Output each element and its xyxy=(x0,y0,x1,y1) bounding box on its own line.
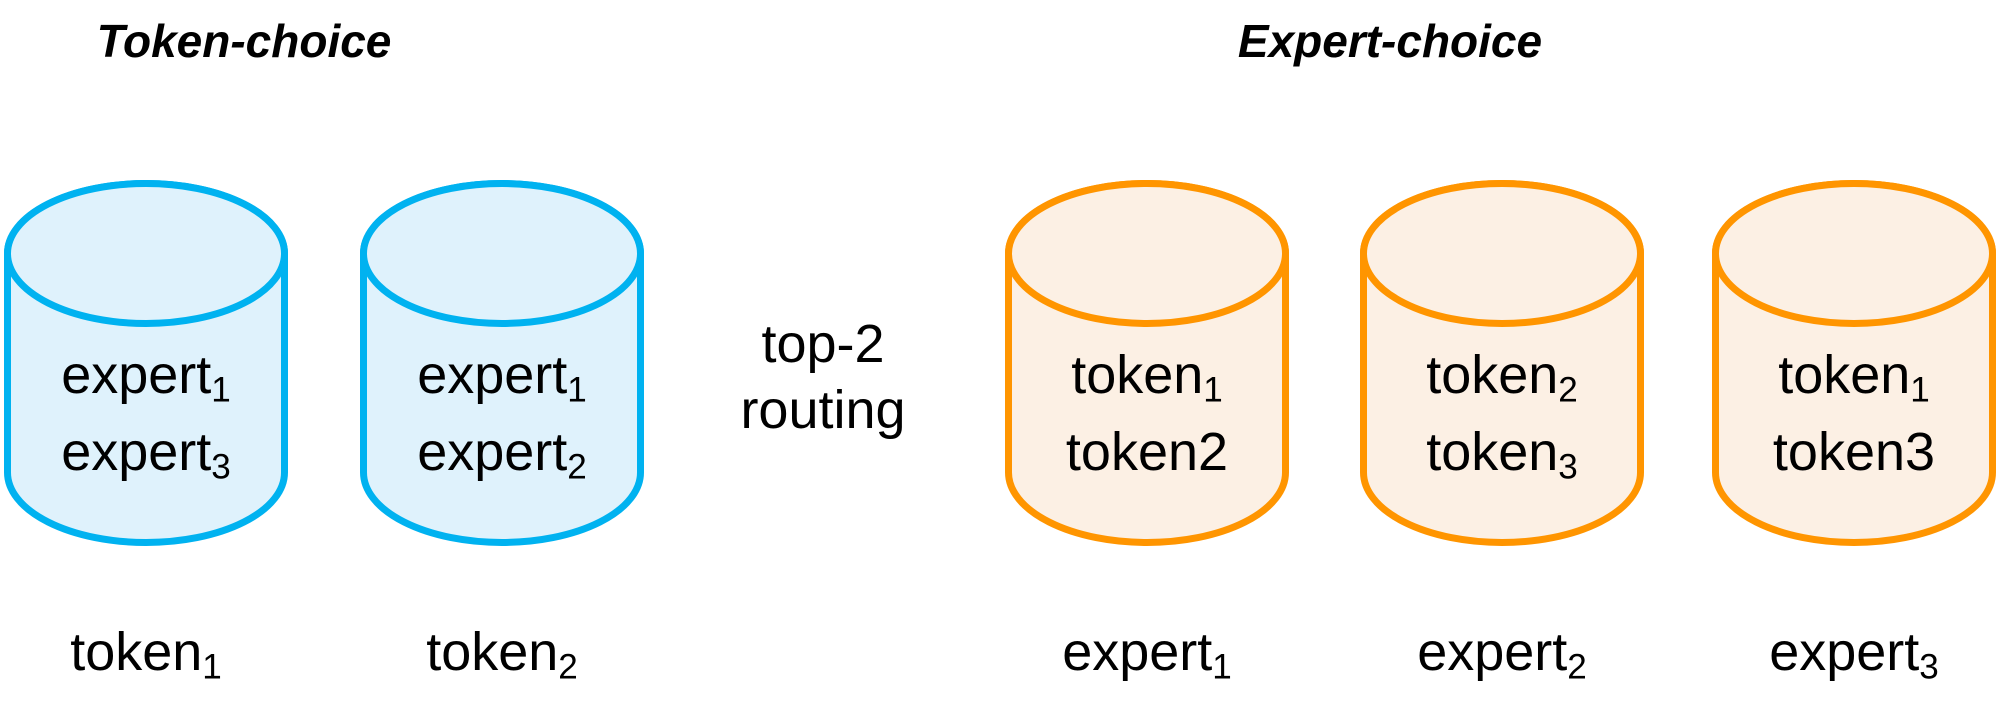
label-subscript: 1 xyxy=(202,647,222,687)
assigned-token-entry: token3 xyxy=(1712,421,1996,498)
label-base-text: expert xyxy=(1417,622,1568,682)
top2-routing-caption: top-2 routing xyxy=(623,311,1023,443)
expert-choice-title: Expert-choice xyxy=(1237,15,1543,67)
entry-subscript: 1 xyxy=(211,370,231,410)
expert2-cylinder: token2 token3 xyxy=(1360,180,1644,546)
entry-base-text: token xyxy=(1426,422,1559,482)
entry-subscript: 1 xyxy=(567,370,587,410)
label-base-text: expert xyxy=(1769,622,1920,682)
assigned-expert-entry: expert2 xyxy=(360,421,644,498)
entry-base-text: expert xyxy=(61,422,212,482)
label-subscript: 2 xyxy=(558,647,578,687)
label-base-text: expert xyxy=(1062,622,1213,682)
entry-subscript: 2 xyxy=(567,447,587,487)
entry-subscript: 1 xyxy=(1203,370,1223,410)
token2-cylinder: expert1 expert2 xyxy=(360,180,644,546)
label-subscript: 3 xyxy=(1919,647,1939,687)
entry-base-text: expert xyxy=(61,345,212,405)
cylinder-icon xyxy=(1005,180,1289,546)
entry-base-text: token xyxy=(1071,345,1204,405)
assigned-expert-entry: expert1 xyxy=(4,344,288,421)
cylinder-icon xyxy=(360,180,644,546)
routing-caption-line1: top-2 xyxy=(761,314,885,374)
assigned-token-entry: token3 xyxy=(1360,421,1644,498)
label-base-text: token xyxy=(426,622,559,682)
entry-base-text: token xyxy=(1778,345,1911,405)
cylinder-icon xyxy=(4,180,288,546)
token2-label: token2 xyxy=(360,621,644,687)
entry-base-text: expert xyxy=(417,422,568,482)
assigned-expert-entry: expert1 xyxy=(360,344,644,421)
expert2-label: expert2 xyxy=(1360,621,1644,687)
expert3-cylinder: token1 token3 xyxy=(1712,180,1996,546)
token1-label: token1 xyxy=(4,621,288,687)
entry-subscript: 3 xyxy=(1558,447,1578,487)
entry-subscript: 2 xyxy=(1558,370,1578,410)
entry-base-text: expert xyxy=(417,345,568,405)
assigned-token-entry: token1 xyxy=(1005,344,1289,421)
expert1-cylinder: token1 token2 xyxy=(1005,180,1289,546)
expert3-label: expert3 xyxy=(1712,621,1996,687)
label-subscript: 1 xyxy=(1212,647,1232,687)
entry-base-text: token3 xyxy=(1772,422,1936,482)
assigned-token-entry: token1 xyxy=(1712,344,1996,421)
token-choice-title: Token-choice xyxy=(96,15,392,67)
entry-base-text: token xyxy=(1426,345,1559,405)
assigned-token-entry: token2 xyxy=(1360,344,1644,421)
entry-base-text: token2 xyxy=(1065,422,1229,482)
entry-subscript: 3 xyxy=(211,447,231,487)
assigned-token-entry: token2 xyxy=(1005,421,1289,498)
cylinder-icon xyxy=(1360,180,1644,546)
token1-cylinder: expert1 expert3 xyxy=(4,180,288,546)
label-base-text: token xyxy=(70,622,203,682)
entry-subscript: 1 xyxy=(1910,370,1930,410)
label-subscript: 2 xyxy=(1567,647,1587,687)
cylinder-icon xyxy=(1712,180,1996,546)
expert1-label: expert1 xyxy=(1005,621,1289,687)
routing-caption-line2: routing xyxy=(740,380,906,440)
assigned-expert-entry: expert3 xyxy=(4,421,288,498)
